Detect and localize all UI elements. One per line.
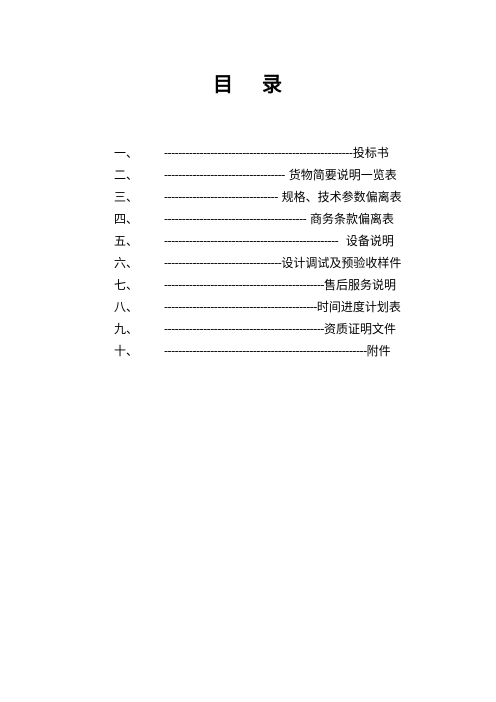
toc-entry-number: 七、: [114, 278, 139, 292]
toc-leader-dashes: --------------------------------: [164, 190, 278, 204]
toc-entry: 六、 ---------------------------------设计调试…: [0, 253, 496, 273]
toc-entry-number: 五、: [114, 234, 139, 248]
toc-leader-dashes: ---------------------------------: [164, 256, 282, 270]
toc-entry-title: 时间进度计划表: [316, 300, 401, 314]
toc-entry-title: 设备说明: [345, 234, 394, 248]
toc-leader-dashes: ----------------------------------------…: [164, 278, 324, 292]
toc-entry: 三、 -------------------------------- 规格、技…: [0, 187, 496, 207]
toc-entry-title: 货物简要说明一览表: [288, 168, 397, 182]
title-char-2: 录: [262, 72, 283, 96]
toc-entry: 七、 -------------------------------------…: [0, 275, 496, 295]
toc-leader-dashes: ----------------------------------------…: [164, 300, 317, 314]
toc-leader-dashes: ----------------------------------------…: [164, 344, 367, 358]
page-title: 目录: [0, 68, 496, 97]
toc-entry-title: 规格、技术参数偏离表: [281, 190, 402, 204]
toc-entry: 四、 -------------------------------------…: [0, 209, 496, 229]
toc-entry: 一、 -------------------------------------…: [0, 143, 496, 163]
toc-entry: 二、 ---------------------------------- 货物…: [0, 165, 496, 185]
toc-leader-dashes: ----------------------------------------…: [164, 322, 324, 336]
toc-entry-title: 资质证明文件: [323, 322, 396, 336]
toc-entry-title: 附件: [366, 344, 391, 358]
toc-entry-title: 设计调试及预验收样件: [281, 256, 402, 270]
toc-entry-number: 十、: [114, 344, 139, 358]
toc-entry-number: 八、: [114, 300, 139, 314]
toc-entry-number: 六、: [114, 256, 139, 270]
toc-entry-number: 九、: [114, 322, 139, 336]
toc-entry-number: 一、: [114, 146, 139, 160]
toc-entry-number: 二、: [114, 168, 139, 182]
toc-entry-number: 三、: [114, 190, 139, 204]
toc-entry: 五、 -------------------------------------…: [0, 231, 496, 251]
title-char-1: 目: [213, 72, 234, 96]
toc-entry: 八、 -------------------------------------…: [0, 297, 496, 317]
toc-leader-dashes: ----------------------------------: [164, 168, 285, 182]
toc-entry-title: 售后服务说明: [323, 278, 396, 292]
toc-entry-title: -投标书: [348, 146, 389, 160]
toc-leader-dashes: ----------------------------------------…: [164, 146, 349, 160]
toc-entry-number: 四、: [114, 212, 139, 226]
toc-entry: 十、 -------------------------------------…: [0, 341, 496, 361]
toc-entry: 九、 -------------------------------------…: [0, 319, 496, 339]
toc-leader-dashes: ----------------------------------------: [164, 212, 307, 226]
toc-entry-title: 商务条款偏离表: [310, 212, 395, 226]
toc-leader-dashes: ----------------------------------------…: [164, 234, 339, 248]
